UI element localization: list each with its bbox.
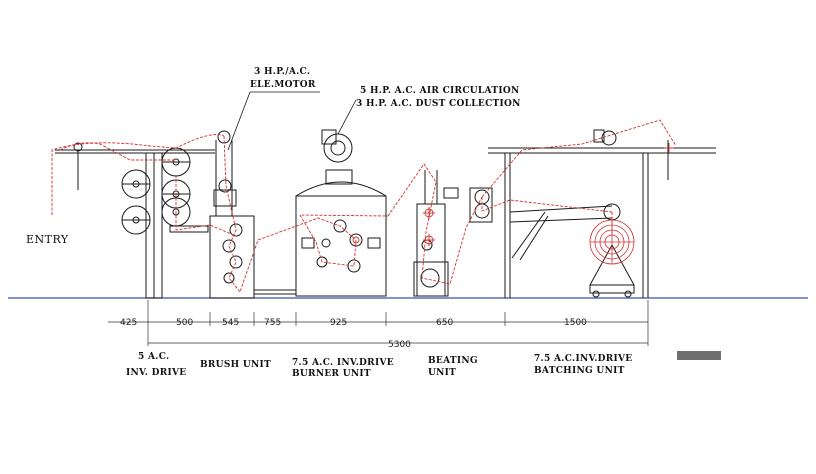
beating-unit [413,170,459,297]
dim-425: 425 [120,318,137,328]
burner-unit-label-1: 7.5 A.C. INV.DRIVE [292,358,394,368]
dimension-values: 425 500 545 755 925 650 1500 5300 [120,318,587,350]
dust-collection-label: 3 H.P. A.C. DUST COLLECTION [356,99,521,109]
dim-total: 5300 [388,340,411,350]
feed-rollers [121,147,191,235]
inv-drive-label-2: INV. DRIVE [126,368,187,378]
brush-motor-label-1: 3 H.P./A.C. [254,67,311,77]
scale-bar [677,351,721,360]
dim-650: 650 [436,318,453,328]
brush-unit-label: BRUSH UNIT [200,360,272,370]
batching-unit-label-2: BATCHING UNIT [534,366,625,376]
beating-unit-label-1: BEATING [428,356,478,366]
batching-unit [469,129,716,298]
dim-925: 925 [330,318,347,328]
brush-motor-label-2: ELE.MOTOR [250,80,316,90]
dim-755: 755 [264,318,281,328]
leader-lines [227,91,357,151]
batching-unit-label-1: 7.5 A.C.INV.DRIVE [534,354,633,364]
burner-unit [295,129,387,297]
fabric-path [51,119,677,293]
red-markers [352,143,674,246]
air-circulation-label: 5 H.P. A.C. AIR CIRCULATION [360,86,520,96]
dim-1500: 1500 [564,318,587,328]
inv-drive-label-1: 5 A.C. [138,352,170,362]
burner-unit-label-2: BURNER UNIT [292,369,371,379]
entry-label: ENTRY [26,233,69,246]
brush-unit [169,130,296,299]
entry-frame [55,142,215,299]
beating-unit-label-2: UNIT [428,368,457,378]
dim-500: 500 [176,318,193,328]
dim-545: 545 [222,318,239,328]
dimension-lines [108,300,649,346]
